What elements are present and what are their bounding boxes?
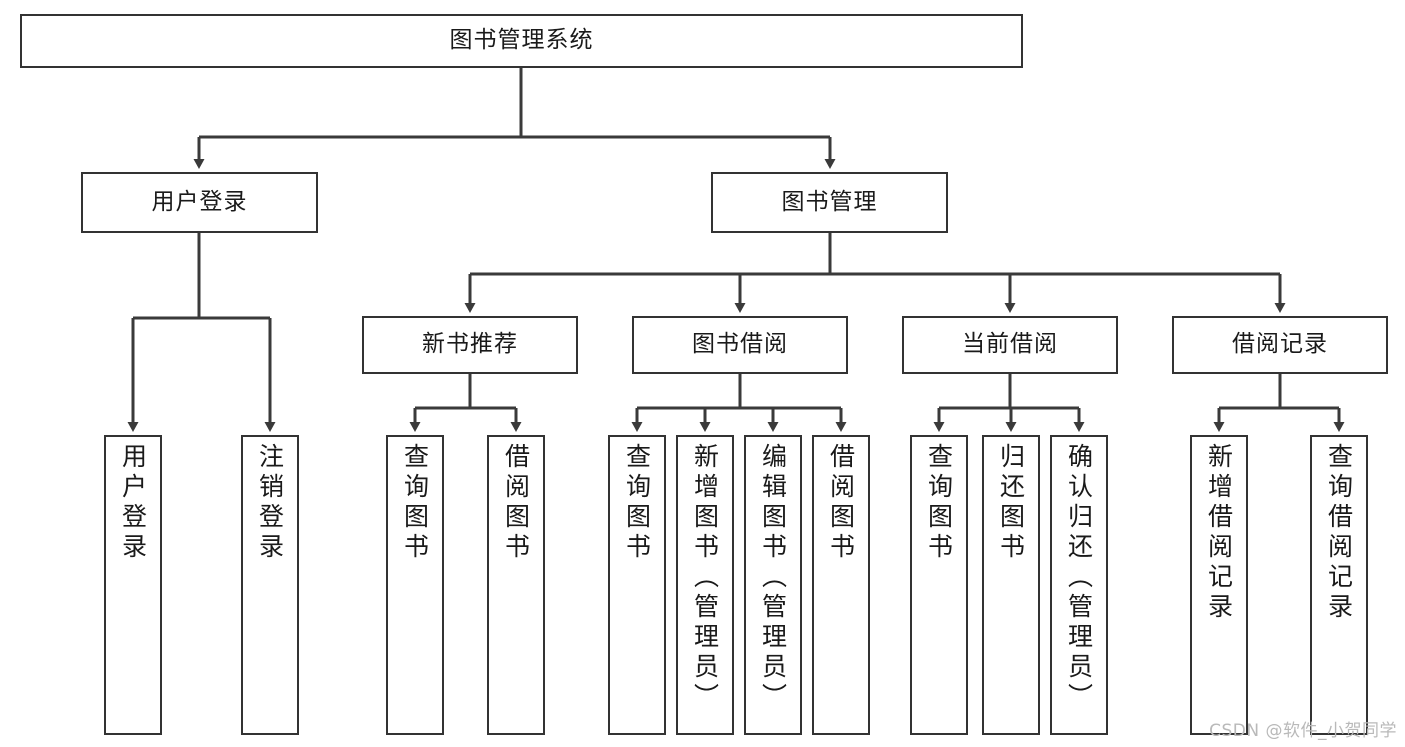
leaf-confirm-return-admin[interactable]: 确认归还（管理员） bbox=[1050, 435, 1108, 735]
node-borrow-record[interactable]: 借阅记录 bbox=[1172, 316, 1388, 374]
leaf-label: 查询图书 bbox=[400, 443, 430, 563]
node-new-book-recommend[interactable]: 新书推荐 bbox=[362, 316, 578, 374]
leaf-query-book-newbook[interactable]: 查询图书 bbox=[386, 435, 444, 735]
leaf-label: 查询图书 bbox=[622, 443, 652, 563]
leaf-return-book[interactable]: 归还图书 bbox=[982, 435, 1040, 735]
leaf-label: 查询借阅记录 bbox=[1324, 443, 1354, 623]
leaf-add-book-admin[interactable]: 新增图书（管理员） bbox=[676, 435, 734, 735]
node-book-management-label: 图书管理 bbox=[781, 188, 878, 215]
leaf-borrow-book[interactable]: 借阅图书 bbox=[812, 435, 870, 735]
leaf-query-book-current[interactable]: 查询图书 bbox=[910, 435, 968, 735]
leaf-label: 注销登录 bbox=[255, 443, 285, 563]
leaf-label: 新增图书（管理员） bbox=[690, 443, 720, 713]
leaf-query-book-borrow[interactable]: 查询图书 bbox=[608, 435, 666, 735]
leaf-label: 用户登录 bbox=[118, 443, 148, 563]
leaf-label: 确认归还（管理员） bbox=[1064, 443, 1094, 713]
leaf-edit-book-admin[interactable]: 编辑图书（管理员） bbox=[744, 435, 802, 735]
node-user-login[interactable]: 用户登录 bbox=[81, 172, 318, 233]
node-root-label: 图书管理系统 bbox=[449, 27, 594, 54]
leaf-label: 编辑图书（管理员） bbox=[758, 443, 788, 713]
node-current-borrow-label: 当前借阅 bbox=[962, 331, 1058, 358]
node-new-book-recommend-label: 新书推荐 bbox=[422, 331, 518, 358]
leaf-add-borrow-record[interactable]: 新增借阅记录 bbox=[1190, 435, 1248, 735]
leaf-borrow-book-newbook[interactable]: 借阅图书 bbox=[487, 435, 545, 735]
node-book-borrow[interactable]: 图书借阅 bbox=[632, 316, 848, 374]
node-book-borrow-label: 图书借阅 bbox=[692, 331, 788, 358]
leaf-label: 借阅图书 bbox=[826, 443, 856, 563]
node-root[interactable]: 图书管理系统 bbox=[20, 14, 1023, 68]
leaf-query-borrow-record[interactable]: 查询借阅记录 bbox=[1310, 435, 1368, 735]
leaf-user-login[interactable]: 用户登录 bbox=[104, 435, 162, 735]
leaf-label: 新增借阅记录 bbox=[1204, 443, 1234, 623]
leaf-label: 查询图书 bbox=[924, 443, 954, 563]
leaf-user-logout[interactable]: 注销登录 bbox=[241, 435, 299, 735]
node-book-management[interactable]: 图书管理 bbox=[711, 172, 948, 233]
node-current-borrow[interactable]: 当前借阅 bbox=[902, 316, 1118, 374]
node-user-login-label: 用户登录 bbox=[151, 188, 248, 215]
leaf-label: 借阅图书 bbox=[501, 443, 531, 563]
node-borrow-record-label: 借阅记录 bbox=[1232, 331, 1328, 358]
leaf-label: 归还图书 bbox=[996, 443, 1026, 563]
